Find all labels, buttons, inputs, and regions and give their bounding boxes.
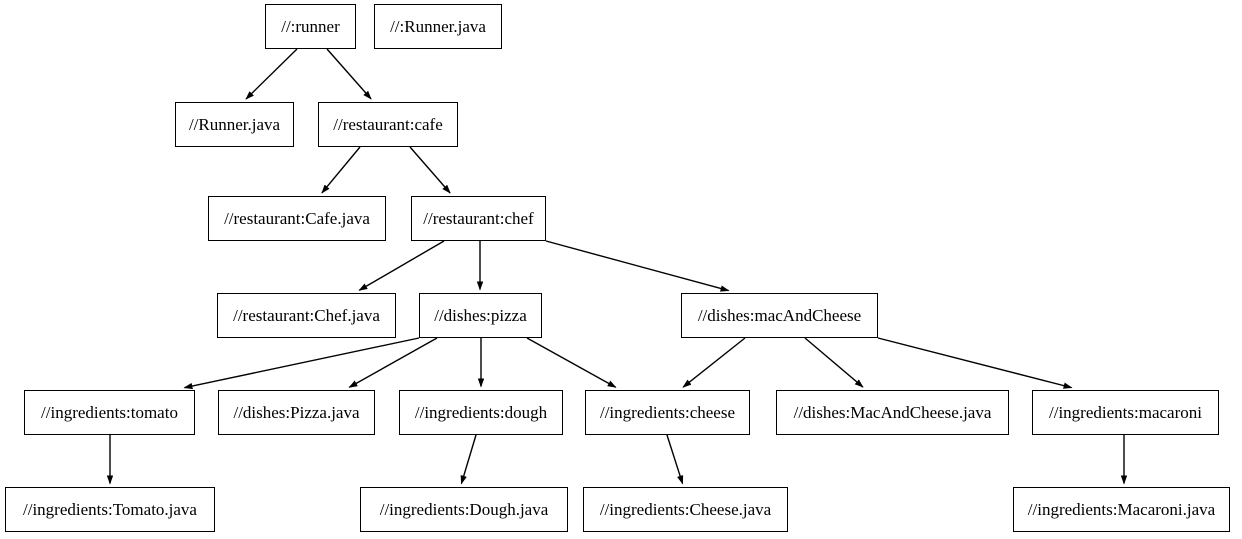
graph-node-label: //ingredients:Dough.java xyxy=(379,500,549,519)
graph-node-label: //restaurant:Cafe.java xyxy=(224,209,370,228)
graph-node-dishes_mac[interactable]: //dishes:macAndCheese xyxy=(681,293,878,338)
graph-node-label: //Runner.java xyxy=(188,115,281,134)
graph-node-label: //restaurant:chef xyxy=(423,209,534,228)
graph-node-label: //restaurant:Chef.java xyxy=(233,306,380,325)
graph-node-label: //dishes:MacAndCheese.java xyxy=(793,403,992,422)
graph-node-runner_java[interactable]: //Runner.java xyxy=(175,102,294,147)
graph-node-restaurant_cafe[interactable]: //restaurant:cafe xyxy=(318,102,458,147)
graph-node-cafe_java[interactable]: //restaurant:Cafe.java xyxy=(208,196,386,241)
graph-node-cheese_java[interactable]: //ingredients:Cheese.java xyxy=(583,487,788,532)
graph-node-label: //dishes:pizza xyxy=(434,306,527,325)
graph-node-label: //:runner xyxy=(281,17,340,36)
graph-node-root_runner_java[interactable]: //:Runner.java xyxy=(374,4,502,49)
graph-edge-dishes_pizza-to-pizza_java xyxy=(348,337,438,388)
graph-node-ing_dough[interactable]: //ingredients:dough xyxy=(399,390,563,435)
graph-node-ing_cheese[interactable]: //ingredients:cheese xyxy=(585,390,750,435)
graph-node-label: //ingredients:dough xyxy=(414,403,548,422)
graph-node-dough_java[interactable]: //ingredients:Dough.java xyxy=(360,487,568,532)
graph-edge-dishes_pizza-to-ing_cheese xyxy=(526,337,617,388)
graph-edge-dishes_mac-to-mac_java xyxy=(804,337,864,388)
graph-node-ing_tomato[interactable]: //ingredients:tomato xyxy=(24,390,195,435)
graph-node-label: //ingredients:Tomato.java xyxy=(23,500,197,519)
graph-edge-runner-to-runner_java xyxy=(245,48,298,100)
graph-node-label: //restaurant:cafe xyxy=(333,115,443,134)
graph-edge-ing_dough-to-dough_java xyxy=(460,434,477,485)
graph-node-ing_macaroni[interactable]: //ingredients:macaroni xyxy=(1032,390,1219,435)
graph-node-label: //dishes:macAndCheese xyxy=(697,306,862,325)
graph-node-macaroni_java[interactable]: //ingredients:Macaroni.java xyxy=(1013,487,1230,532)
graph-edge-restaurant_cafe-to-cafe_java xyxy=(321,146,361,194)
graph-edge-restaurant_chef-to-chef_java xyxy=(358,240,445,291)
graph-node-label: //ingredients:tomato xyxy=(41,403,178,422)
graph-node-label: //dishes:Pizza.java xyxy=(233,403,360,422)
graph-node-label: //:Runner.java xyxy=(390,17,486,36)
graph-edge-ing_cheese-to-cheese_java xyxy=(666,434,684,485)
graph-edge-restaurant_cafe-to-restaurant_chef xyxy=(409,146,451,194)
graph-edge-dishes_mac-to-ing_macaroni xyxy=(877,337,1073,389)
graph-node-restaurant_chef[interactable]: //restaurant:chef xyxy=(411,196,546,241)
graph-node-pizza_java[interactable]: //dishes:Pizza.java xyxy=(218,390,375,435)
graph-node-tomato_java[interactable]: //ingredients:Tomato.java xyxy=(5,487,215,532)
graph-edge-runner-to-restaurant_cafe xyxy=(326,48,372,100)
graph-edge-dishes_mac-to-ing_cheese xyxy=(682,337,746,388)
graph-node-chef_java[interactable]: //restaurant:Chef.java xyxy=(217,293,396,338)
graph-edge-restaurant_chef-to-dishes_mac xyxy=(545,240,730,292)
graph-node-label: //ingredients:Macaroni.java xyxy=(1027,500,1216,519)
graph-node-label: //ingredients:macaroni xyxy=(1049,403,1202,422)
graph-node-label: //ingredients:cheese xyxy=(599,403,735,422)
graph-node-label: //ingredients:Cheese.java xyxy=(599,500,772,519)
graph-node-runner[interactable]: //:runner xyxy=(265,4,356,49)
graph-edge-dishes_pizza-to-ing_tomato xyxy=(183,337,420,390)
graph-node-dishes_pizza[interactable]: //dishes:pizza xyxy=(419,293,542,338)
graph-node-mac_java[interactable]: //dishes:MacAndCheese.java xyxy=(776,390,1009,435)
